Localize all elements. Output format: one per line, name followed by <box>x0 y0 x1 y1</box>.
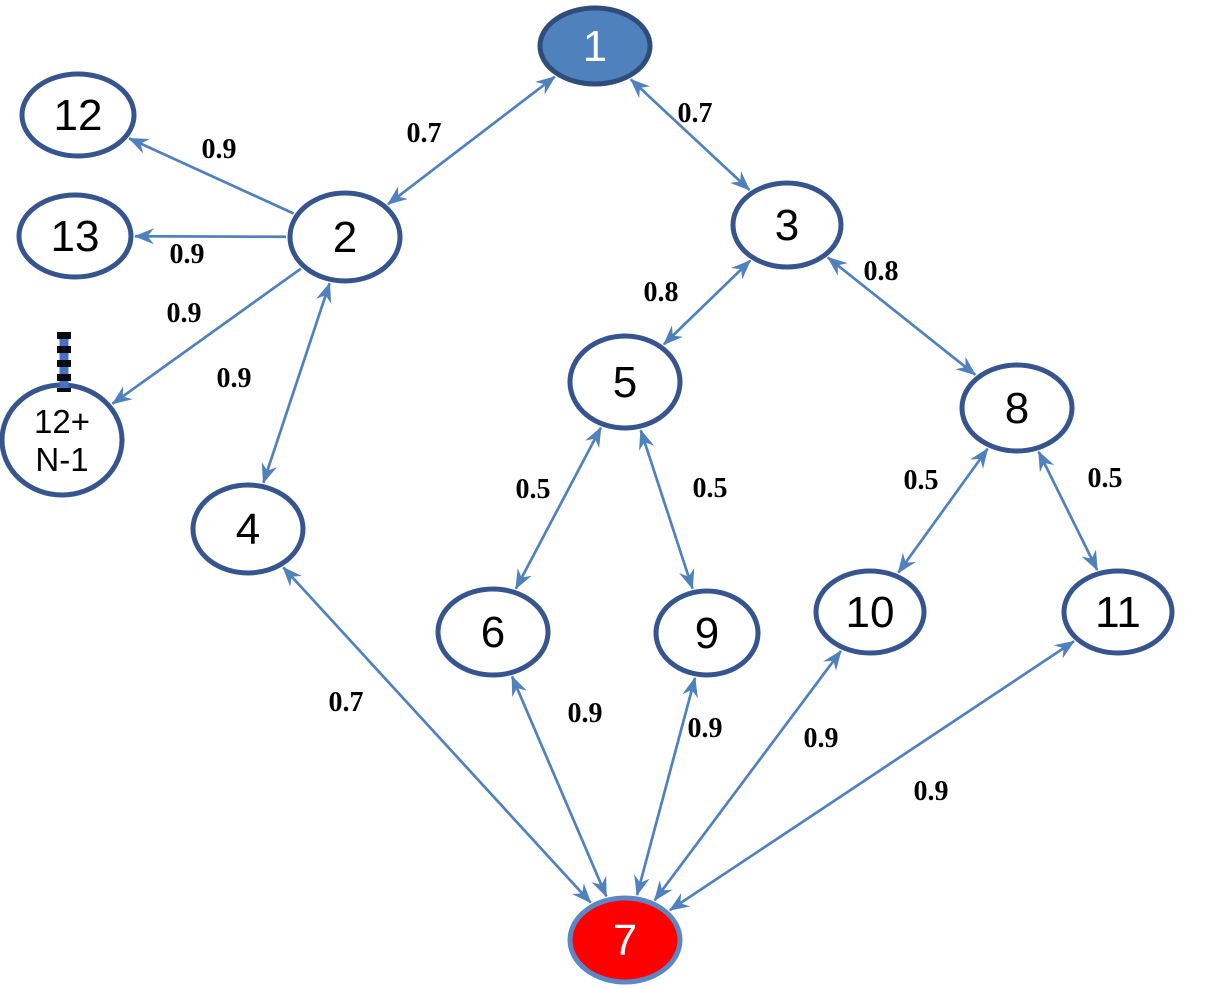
edge-weight-3-8: 0.8 <box>864 256 899 287</box>
node-12N-shape <box>0 382 125 498</box>
edge-weight-4-7: 0.7 <box>329 687 364 718</box>
edge-1-2 <box>387 75 556 206</box>
node-6-label: 6 <box>481 608 505 657</box>
node-8: 8 <box>959 362 1075 454</box>
node-13: 13 <box>16 192 134 280</box>
edge-2-12 <box>128 137 295 215</box>
edge-5-9 <box>639 429 695 590</box>
node-7: 7 <box>567 895 683 985</box>
node-1-shape <box>537 5 653 87</box>
node-11: 11 <box>1061 568 1175 656</box>
edge-weight-5-9: 0.5 <box>693 473 728 504</box>
edge-labels-layer: 0.9 0.9 0.9 0.7 0.7 0.8 0.8 0.9 0.5 0.5 0.5 0.5 0.7 0… <box>167 98 1123 807</box>
edge-5-6 <box>514 426 603 590</box>
node-5: 5 <box>567 333 683 431</box>
node-7-label: 7 <box>613 916 637 965</box>
edge-weight-1-2: 0.7 <box>407 118 442 149</box>
node-8-label: 8 <box>1005 384 1029 433</box>
edge-weight-10-7: 0.9 <box>804 723 839 754</box>
node-13-shape <box>16 192 134 280</box>
edge-8-11 <box>1037 450 1099 571</box>
node-2-shape <box>287 190 403 284</box>
edge-weight-5-6: 0.5 <box>516 474 551 505</box>
edge-weight-1-3: 0.7 <box>678 98 713 129</box>
node-2-label: 2 <box>333 213 357 262</box>
node-4-shape <box>190 482 306 576</box>
edge-weight-3-5: 0.8 <box>644 277 679 308</box>
node-12N-label: 12+N-1 <box>34 403 90 478</box>
node-9: 9 <box>653 588 761 678</box>
edge-11-7 <box>669 640 1075 912</box>
edge-10-7 <box>653 650 843 902</box>
node-11-shape <box>1061 568 1175 656</box>
edge-weight-2-13: 0.9 <box>170 239 205 270</box>
node-6: 6 <box>435 586 551 678</box>
edge-weight-8-10: 0.5 <box>904 465 939 496</box>
node-10-label: 10 <box>846 588 895 637</box>
edge-3-8 <box>827 256 977 376</box>
node-7-shape <box>567 895 683 985</box>
edge-2-12N <box>111 267 302 405</box>
node-10: 10 <box>813 568 927 656</box>
node-12-label: 12 <box>54 91 103 140</box>
edge-6-7 <box>510 675 608 898</box>
node-12-shape <box>19 71 137 159</box>
node-3-shape <box>730 180 844 270</box>
edge-weight-8-11: 0.5 <box>1088 463 1123 494</box>
edge-8-10 <box>897 447 989 574</box>
nodes-layer: 1 12 13 2 3 12+N-1 5 8 4 6 9 10 11 7 <box>0 5 1175 985</box>
edge-weight-9-7: 0.9 <box>688 713 723 744</box>
node-3-label: 3 <box>775 201 799 250</box>
edge-weight-6-7: 0.9 <box>568 698 603 729</box>
node-1: 1 <box>537 5 653 87</box>
node-4-label: 4 <box>236 505 260 554</box>
edges-layer <box>111 75 1099 912</box>
edge-2-13 <box>133 228 287 245</box>
node-13-label: 13 <box>51 212 100 261</box>
node-5-label: 5 <box>613 358 637 407</box>
edge-3-5 <box>662 259 752 346</box>
node-11-label: 11 <box>1095 588 1141 637</box>
edge-weight-2-12N: 0.9 <box>167 298 202 329</box>
edge-9-7 <box>634 676 698 896</box>
node-9-label: 9 <box>695 609 719 658</box>
edge-2-4 <box>261 282 332 484</box>
node-5-shape <box>567 333 683 431</box>
node-12: 12 <box>19 71 137 159</box>
edge-weight-2-4: 0.9 <box>217 363 252 394</box>
edge-1-3 <box>629 78 751 191</box>
edge-weight-11-7: 0.9 <box>914 776 949 807</box>
node-8-shape <box>959 362 1075 454</box>
node-1-label: 1 <box>583 22 607 71</box>
node-12N: 12+N-1 <box>0 382 125 498</box>
node-3: 3 <box>730 180 844 270</box>
node-2: 2 <box>287 190 403 284</box>
node-4: 4 <box>190 482 306 576</box>
edge-weight-2-12: 0.9 <box>202 134 237 165</box>
